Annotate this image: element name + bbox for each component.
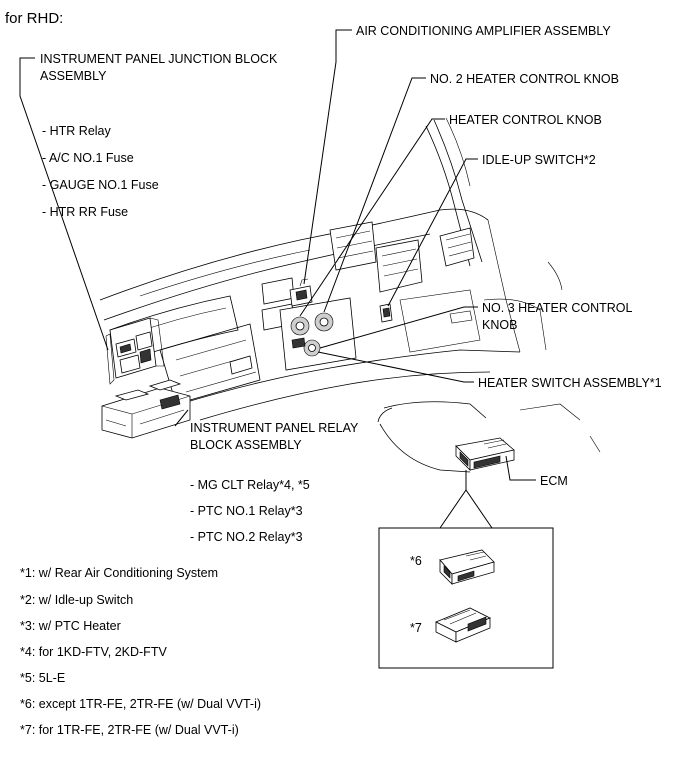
leader-lines xyxy=(19,29,536,490)
footnote-1: *1: w/ Rear Air Conditioning System xyxy=(20,566,218,580)
no2-heater-knob-label: NO. 2 HEATER CONTROL KNOB xyxy=(430,72,619,86)
page-heading: for RHD: xyxy=(5,10,63,27)
relay-item-mg-clt: - MG CLT Relay*4, *5 xyxy=(190,478,310,492)
footnote-4: *4: for 1KD-FTV, 2KD-FTV xyxy=(20,645,167,659)
relay-block-label-line2: BLOCK ASSEMBLY xyxy=(190,438,302,452)
footnote-6: *6: except 1TR-FE, 2TR-FE (w/ Dual VVT-i… xyxy=(20,697,261,711)
footnote-7: *7: for 1TR-FE, 2TR-FE (w/ Dual VVT-i) xyxy=(20,723,239,737)
ecm-variant-a-icon xyxy=(439,549,495,585)
heater-switch-label: HEATER SWITCH ASSEMBLY*1 xyxy=(478,376,662,390)
no3-heater-knob-label-line1: NO. 3 HEATER CONTROL xyxy=(482,301,633,315)
junction-item-gauge-fuse: - GAUGE NO.1 Fuse xyxy=(42,178,159,192)
ac-amplifier-label: AIR CONDITIONING AMPLIFIER ASSEMBLY xyxy=(356,24,611,38)
junction-block-label-line1: INSTRUMENT PANEL JUNCTION BLOCK xyxy=(40,52,278,66)
heater-control-panel xyxy=(279,297,357,371)
heater-knob-label: HEATER CONTROL KNOB xyxy=(449,113,602,127)
ecm-variant-b-label: *7 xyxy=(410,621,422,635)
footnote-3: *3: w/ PTC Heater xyxy=(20,619,121,633)
relay-block-part xyxy=(101,379,191,439)
idle-up-switch-part xyxy=(379,303,393,323)
ecm-label: ECM xyxy=(540,474,568,488)
ecm-variant-b-icon xyxy=(435,607,491,643)
callout-labels: INSTRUMENT PANEL JUNCTION BLOCK ASSEMBLY… xyxy=(40,24,662,635)
junction-item-htr-relay: - HTR Relay xyxy=(42,124,112,138)
ecm-part xyxy=(455,437,515,471)
junction-item-ac-fuse: - A/C NO.1 Fuse xyxy=(42,151,134,165)
footnotes: *1: w/ Rear Air Conditioning System *2: … xyxy=(20,566,261,737)
dashboard-illustration xyxy=(99,117,563,421)
footnote-5: *5: 5L-E xyxy=(20,671,65,685)
junction-item-htr-rr-fuse: - HTR RR Fuse xyxy=(42,205,128,219)
no3-heater-knob-label-line2: KNOB xyxy=(482,318,517,332)
junction-block-label-line2: ASSEMBLY xyxy=(40,69,107,83)
seat-illustration xyxy=(377,401,601,473)
junction-block-part xyxy=(105,317,165,385)
relay-block-label-line1: INSTRUMENT PANEL RELAY xyxy=(190,421,359,435)
ecm-variant-box xyxy=(378,489,554,669)
ac-amplifier-part xyxy=(289,278,313,307)
relay-item-ptc-no1: - PTC NO.1 Relay*3 xyxy=(190,504,303,518)
footnote-2: *2: w/ Idle-up Switch xyxy=(20,593,133,607)
ecm-variant-a-label: *6 xyxy=(410,554,422,568)
idle-up-switch-label: IDLE-UP SWITCH*2 xyxy=(482,153,596,167)
relay-item-ptc-no2: - PTC NO.2 Relay*3 xyxy=(190,530,303,544)
